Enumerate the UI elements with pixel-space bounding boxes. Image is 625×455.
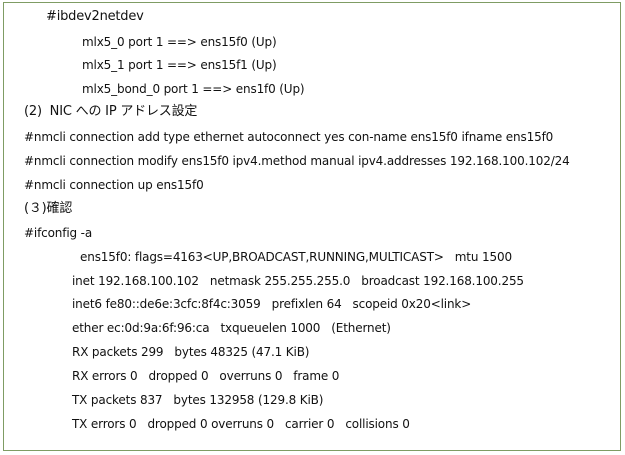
section-heading-nic-ip: (2) NIC への IP アドレス設定	[24, 104, 198, 119]
command-nmcli-modify: #nmcli connection modify ens15f0 ipv4.me…	[24, 154, 570, 168]
document-frame: #ibdev2netdev mlx5_0 port 1 ==> ens15f0 …	[3, 2, 621, 451]
command-ifconfig: #ifconfig -a	[24, 226, 93, 240]
output-line-ether: ether ec:0d:9a:6f:96:ca txqueuelen 1000 …	[72, 321, 391, 335]
output-line-tx-packets: TX packets 837 bytes 132958 (129.8 KiB)	[72, 393, 324, 407]
command-nmcli-up: #nmcli connection up ens15f0	[24, 178, 204, 192]
output-line-rx-packets: RX packets 299 bytes 48325 (47.1 KiB)	[72, 345, 310, 359]
command-nmcli-add: #nmcli connection add type ethernet auto…	[24, 130, 554, 144]
output-line-mlx5-1: mlx5_1 port 1 ==> ens15f1 (Up)	[82, 58, 277, 72]
output-line-inet6: inet6 fe80::de6e:3cfc:8f4c:3059 prefixle…	[72, 297, 472, 311]
section-heading-confirm: (３)確認	[24, 201, 73, 216]
output-line-inet: inet 192.168.100.102 netmask 255.255.255…	[72, 274, 524, 288]
output-line-flags: ens15f0: flags=4163<UP,BROADCAST,RUNNING…	[80, 250, 512, 264]
output-line-rx-errors: RX errors 0 dropped 0 overruns 0 frame 0	[72, 369, 340, 383]
output-line-mlx5-0: mlx5_0 port 1 ==> ens15f0 (Up)	[82, 35, 277, 49]
output-line-tx-errors: TX errors 0 dropped 0 overruns 0 carrier…	[72, 417, 410, 431]
output-line-mlx5-bond-0: mlx5_bond_0 port 1 ==> ens1f0 (Up)	[82, 82, 305, 96]
command-ibdev2netdev: #ibdev2netdev	[46, 9, 144, 24]
